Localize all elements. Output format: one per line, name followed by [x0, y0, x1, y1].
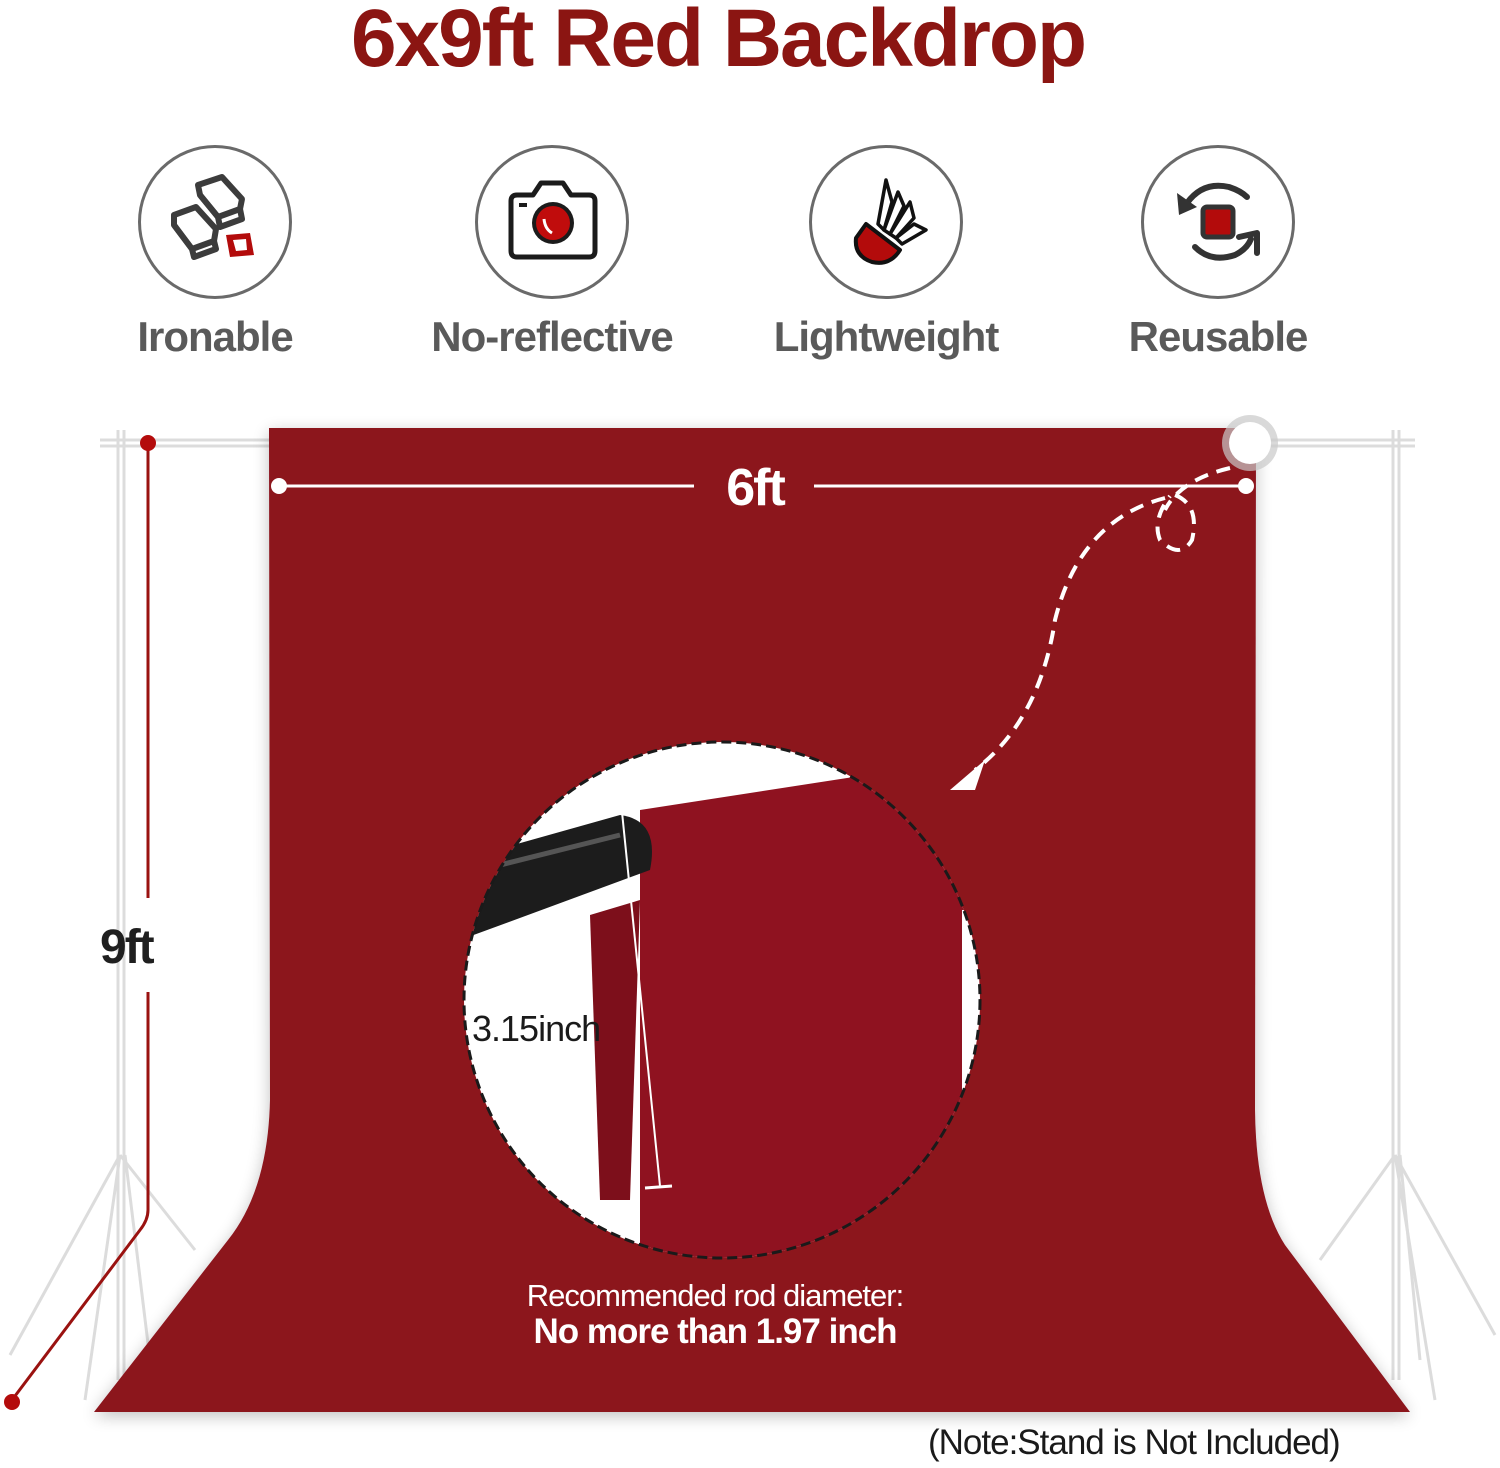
shuttlecock-icon [853, 178, 928, 265]
backdrop-illustration [4, 415, 1497, 1412]
width-dimension-line [271, 478, 1254, 494]
iron-bars-icon [171, 174, 254, 260]
rod-pocket-label: 3.15inch [472, 1008, 601, 1049]
feature-label: Reusable [1128, 313, 1309, 360]
dashed-arrow-icon [973, 466, 1231, 772]
feature-label: Lightweight [773, 313, 1000, 360]
height-dimension-line [10, 443, 150, 1401]
feature-reusable: Reusable [1068, 145, 1368, 361]
rod-recommendation: Recommended rod diameter: No more than 1… [480, 1278, 950, 1352]
feature-label: Ironable [137, 313, 293, 360]
feature-ironable: Ironable [65, 145, 365, 361]
camera-icon [508, 180, 598, 260]
feature-circle [475, 145, 629, 299]
right-stand [1255, 430, 1497, 1401]
height-label: 9ft [100, 921, 155, 974]
feature-label: No-reflective [431, 313, 673, 360]
width-label: 6ft [726, 459, 786, 517]
rod-pocket-zoom [464, 742, 980, 1258]
left-stand [8, 430, 270, 1401]
feature-circle [138, 145, 292, 299]
feature-lightweight: Lightweight [736, 145, 1036, 361]
rod-recommendation-line1: Recommended rod diameter: [526, 1278, 904, 1313]
page-title: 6x9ft Red Backdrop [350, 0, 1087, 84]
rod-recommendation-line2: No more than 1.97 inch [533, 1312, 897, 1351]
feature-circle [1141, 145, 1295, 299]
feature-no-reflective: No-reflective [402, 145, 702, 361]
stand-note: (Note:Stand is Not Included) [928, 1423, 1341, 1462]
feature-circle [809, 145, 963, 299]
recycle-arrows-icon [1177, 182, 1260, 261]
